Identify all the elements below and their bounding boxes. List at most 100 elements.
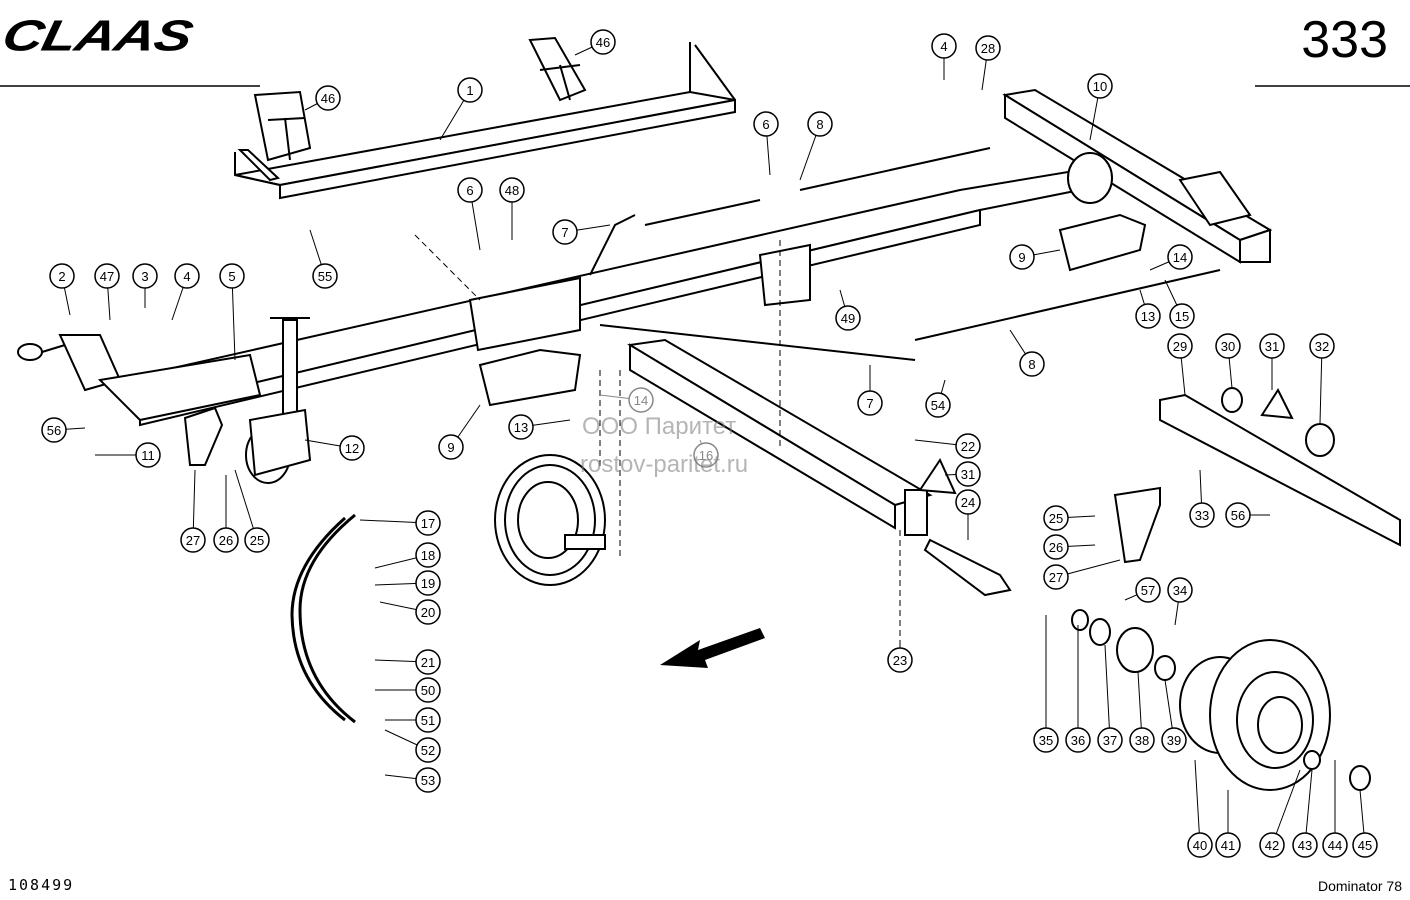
callout-label: 16 <box>699 448 713 463</box>
callout-8: 8 <box>1009 329 1045 377</box>
callout-circle <box>174 263 200 289</box>
callout-circle <box>1161 727 1187 753</box>
callout-label: 49 <box>841 311 855 326</box>
callout-5: 5 <box>219 263 245 361</box>
callout-circle <box>1352 832 1378 858</box>
callout-circle <box>1167 577 1193 603</box>
callout-label: 3 <box>141 269 148 284</box>
callout-label: 25 <box>250 533 264 548</box>
drawbar-assembly <box>17 334 262 422</box>
callout-circle <box>1215 832 1241 858</box>
mount-9-right <box>1058 213 1147 272</box>
callout-label: 13 <box>1141 309 1155 324</box>
callout-circle <box>1135 303 1161 329</box>
callout-circle <box>1309 333 1335 359</box>
callout-circle <box>180 527 206 553</box>
callout-label: 45 <box>1358 838 1372 853</box>
callout-label: 40 <box>1193 838 1207 853</box>
callout-label: 15 <box>1175 309 1189 324</box>
callout-label: 19 <box>421 576 435 591</box>
callout-label: 47 <box>100 269 114 284</box>
callout-label: 35 <box>1039 733 1053 748</box>
watermark-url: rostov-paritet.ru <box>580 451 749 478</box>
callout-label: 28 <box>981 41 995 56</box>
callout-23: 23 <box>887 640 913 673</box>
callout-label: 27 <box>1049 570 1063 585</box>
callout-7: 7 <box>552 219 611 245</box>
callout-circle <box>925 392 951 418</box>
callout-label: 24 <box>961 495 975 510</box>
callout-49: 49 <box>835 289 861 331</box>
callout-9: 9 <box>1009 244 1061 270</box>
callout-circle <box>955 433 981 459</box>
callout-label: 52 <box>421 743 435 758</box>
lamp-bar-29 <box>1159 393 1401 547</box>
callout-label: 8 <box>1028 357 1035 372</box>
callout-label: 4 <box>183 269 190 284</box>
lamp-30 <box>1221 387 1243 413</box>
callout-42: 42 <box>1259 769 1301 858</box>
callout-label: 27 <box>186 533 200 548</box>
callout-25: 25 <box>1043 505 1096 531</box>
callout-label: 14 <box>1173 250 1187 265</box>
callout-label: 2 <box>58 269 65 284</box>
callout-2: 2 <box>49 263 75 316</box>
callout-label: 10 <box>1093 79 1107 94</box>
callout-36: 36 <box>1065 625 1091 753</box>
callout-label: 38 <box>1135 733 1149 748</box>
callout-label: 56 <box>1231 508 1245 523</box>
callout-label: 43 <box>1298 838 1312 853</box>
callout-24: 24 <box>955 489 981 540</box>
callout-54: 54 <box>925 379 951 418</box>
assembly-lines <box>414 234 901 640</box>
wheel-chock-27-left <box>183 406 224 466</box>
callout-circle <box>49 263 75 289</box>
callout-circle <box>1043 505 1069 531</box>
callout-50: 50 <box>375 677 441 703</box>
callout-circle <box>1167 333 1193 359</box>
travel-direction-arrow <box>660 628 765 668</box>
callout-label: 31 <box>961 467 975 482</box>
callout-circle <box>244 527 270 553</box>
callout-circle <box>1129 727 1155 753</box>
callout-circle <box>415 737 441 763</box>
callout-circle <box>1009 244 1035 270</box>
callout-label: 6 <box>466 183 473 198</box>
callout-14: 14 <box>1149 244 1193 271</box>
bracket-46-left <box>253 90 312 162</box>
callout-label: 46 <box>321 91 335 106</box>
callout-label: 33 <box>1195 508 1209 523</box>
shaft-24 <box>923 538 1012 597</box>
callout-label: 11 <box>141 448 155 463</box>
callout-leader-line <box>231 275 236 361</box>
callout-14: 14 <box>599 387 654 413</box>
callout-15: 15 <box>1164 279 1195 329</box>
chassis-long-beam <box>118 163 1133 427</box>
callout-13: 13 <box>508 414 571 440</box>
callout-22: 22 <box>914 433 981 459</box>
callout-circle <box>1087 73 1113 99</box>
mount-9-center <box>478 348 582 407</box>
callout-circle <box>1169 303 1195 329</box>
main-frame-beam <box>234 42 736 200</box>
callout-label: 46 <box>596 35 610 50</box>
callout-27: 27 <box>180 469 206 553</box>
callout-circle <box>552 219 578 245</box>
callout-circle <box>499 177 525 203</box>
rear-cross-beam-10 <box>1002 88 1273 264</box>
callout-circle <box>415 510 441 536</box>
callout-circle <box>415 542 441 568</box>
callout-circle <box>1259 832 1285 858</box>
callout-circle <box>339 435 365 461</box>
callout-circle <box>508 414 534 440</box>
callout-circle <box>1065 727 1091 753</box>
callout-56: 56 <box>1225 502 1270 528</box>
callout-label: 31 <box>1265 339 1279 354</box>
callout-32: 32 <box>1309 333 1335 424</box>
callout-circle <box>1167 244 1193 270</box>
callout-label: 50 <box>421 683 435 698</box>
callout-33: 33 <box>1189 469 1215 528</box>
callout-38: 38 <box>1129 671 1155 753</box>
callout-label: 25 <box>1049 511 1063 526</box>
